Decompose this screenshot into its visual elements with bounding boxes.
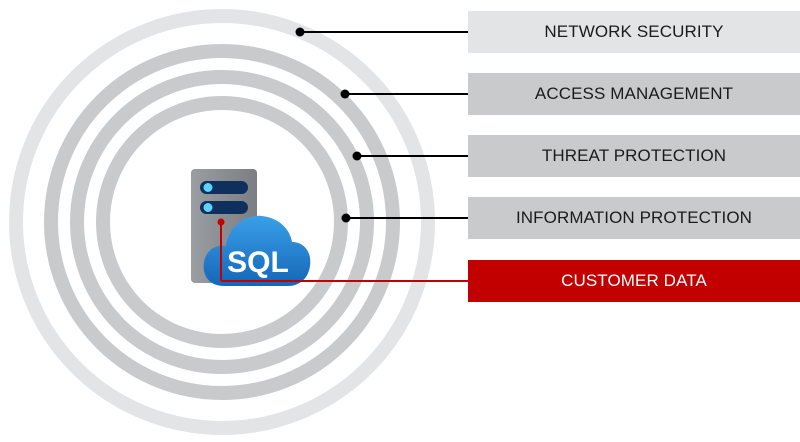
ring-network-security bbox=[9, 9, 435, 435]
connector-threat-protection bbox=[352, 151, 468, 161]
connector-access-management bbox=[340, 89, 468, 99]
label-threat-protection: THREAT PROTECTION bbox=[468, 135, 800, 177]
connector-customer-data bbox=[217, 218, 468, 282]
label-information-protection: INFORMATION PROTECTION bbox=[468, 197, 800, 239]
ring-information-protection bbox=[96, 96, 348, 348]
label-access-management: ACCESS MANAGEMENT bbox=[468, 73, 800, 115]
label-customer-data: CUSTOMER DATA bbox=[468, 260, 800, 302]
ring-access-management bbox=[44, 44, 400, 400]
connector-information-protection bbox=[341, 213, 468, 223]
label-network-security: NETWORK SECURITY bbox=[468, 11, 800, 53]
sql-icon-text: SQL bbox=[227, 246, 289, 279]
ring-threat-protection bbox=[70, 70, 374, 374]
sql-server-cloud-icon: SQL bbox=[191, 169, 311, 286]
connector-network-security bbox=[295, 27, 468, 37]
